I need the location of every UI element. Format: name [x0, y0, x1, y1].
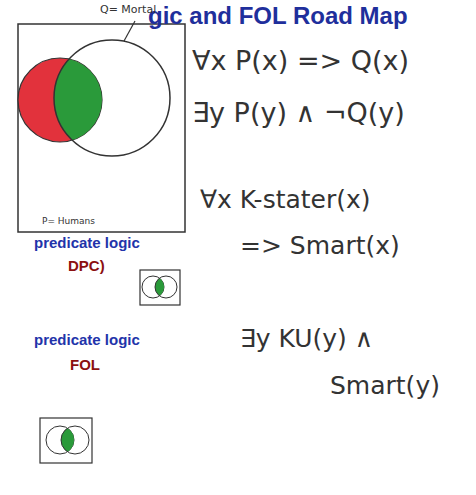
sketch-label: P= Humans: [42, 216, 95, 226]
bullet-text: DPC): [68, 257, 105, 274]
formula: ∀x K-stater(x): [200, 186, 371, 215]
small-venn: [140, 270, 180, 305]
small-venn: [40, 418, 92, 463]
formula: Smart(y): [330, 372, 440, 401]
formula: ∃y P(y) ∧ ¬Q(y): [192, 97, 405, 128]
slide-title: gic and FOL Road Map: [148, 2, 408, 30]
sketch-label: Q= Mortal: [100, 4, 156, 17]
formula: ∀x P(x) => Q(x): [192, 45, 409, 76]
formula: ∃y KU(y) ∧: [240, 325, 373, 354]
formula: => Smart(x): [240, 232, 400, 261]
big-venn: [18, 21, 185, 232]
bullet-text: predicate logic: [34, 234, 140, 251]
bullet-text: predicate logic: [34, 331, 140, 348]
bullet-text: FOL: [70, 356, 100, 373]
